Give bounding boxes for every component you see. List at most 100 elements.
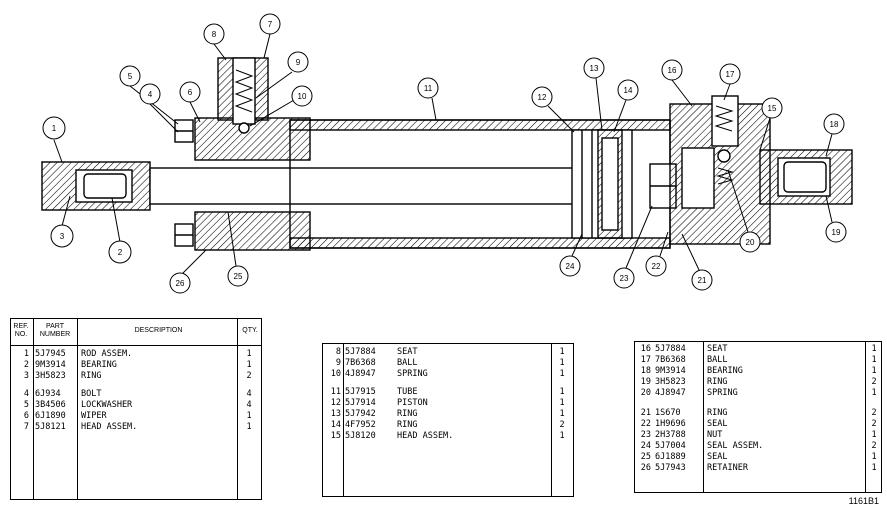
description-cell: NUT — [707, 430, 723, 440]
svg-text:11: 11 — [424, 84, 433, 93]
svg-text:20: 20 — [746, 238, 755, 247]
part-number-cell: 7B6368 — [345, 358, 376, 368]
description-cell: SEAL — [707, 452, 728, 462]
svg-text:7: 7 — [268, 20, 273, 29]
qty-cell: 1 — [871, 452, 877, 462]
ref-cell: 14 — [330, 420, 341, 430]
description-cell: BALL — [707, 355, 728, 365]
callout-26: 26 — [169, 249, 207, 294]
qty-cell: 1 — [559, 358, 565, 368]
qty-cell: 1 — [559, 347, 565, 357]
qty-cell: 1 — [246, 349, 252, 359]
qty-cell: 1 — [871, 355, 877, 365]
part-number-cell: 1H9696 — [655, 419, 686, 429]
qty-cell: 1 — [559, 398, 565, 408]
svg-text:23: 23 — [620, 274, 629, 283]
cylinder-cross-section-diagram: 1 3 2 5 4 6 8 7 9 10 11 12 13 14 16 17 1… — [41, 13, 853, 294]
part-number-cell: 5J7942 — [345, 409, 376, 419]
qty-cell: 2 — [871, 419, 877, 429]
description-cell: RETAINER — [707, 463, 748, 473]
ref-cell: 25 — [640, 452, 651, 462]
ref-cell: 18 — [640, 366, 651, 376]
qty-cell: 1 — [559, 409, 565, 419]
ref-cell: 22 — [640, 419, 651, 429]
description-cell: HEAD ASSEM. — [81, 422, 138, 432]
callout-7: 7 — [259, 13, 281, 59]
description-cell: LOCKWASHER — [81, 400, 133, 410]
callout-1: 1 — [42, 116, 66, 163]
callout-8-top: 8 — [203, 23, 227, 61]
qty-cell: 1 — [246, 411, 252, 421]
part-number-cell: 3H5823 — [655, 377, 686, 387]
callout-22: 22 — [645, 231, 669, 277]
description-cell: SEAL — [707, 419, 728, 429]
description-cell: SEAT — [397, 347, 418, 357]
description-cell: PISTON — [397, 398, 428, 408]
callout-18: 18 — [823, 113, 845, 157]
description-cell: BEARING — [81, 360, 117, 370]
ref-cell: 12 — [330, 398, 341, 408]
svg-text:10: 10 — [298, 92, 307, 101]
description-cell: SEAL ASSEM. — [707, 441, 764, 451]
qty-cell: 4 — [246, 389, 252, 399]
qty-cell: 1 — [559, 387, 565, 397]
callout-13: 13 — [583, 57, 605, 131]
description-cell: RING — [81, 371, 102, 381]
callout-25: 25 — [227, 211, 249, 287]
svg-text:14: 14 — [624, 86, 633, 95]
ref-cell: 15 — [330, 431, 341, 441]
svg-text:26: 26 — [176, 279, 185, 288]
part-number-cell: 5J7915 — [345, 387, 376, 397]
callout-16: 16 — [661, 59, 693, 107]
part-number-cell: 4J8947 — [345, 369, 376, 379]
ref-cell: 3 — [23, 371, 29, 381]
svg-text:22: 22 — [652, 262, 661, 271]
callout-4: 4 — [139, 83, 179, 133]
callout-6: 6 — [179, 81, 201, 123]
ref-cell: 1 — [23, 349, 29, 359]
svg-text:18: 18 — [830, 120, 839, 129]
callout-14: 14 — [613, 79, 639, 133]
part-number-cell: 5J7004 — [655, 441, 686, 451]
svg-text:2: 2 — [118, 248, 123, 257]
svg-text:3: 3 — [60, 232, 65, 241]
table-row: 22 1H9696 SEAL 2 — [635, 419, 881, 430]
qty-cell: 1 — [559, 369, 565, 379]
svg-text:19: 19 — [832, 228, 841, 237]
ref-cell: 7 — [23, 422, 29, 432]
part-number-cell: 5J8121 — [35, 422, 66, 432]
callout-9: 9 — [255, 51, 309, 99]
header-description: DESCRIPTION — [134, 327, 183, 334]
part-number-cell: 5J7884 — [655, 344, 686, 354]
callout-5: 5 — [119, 65, 179, 125]
qty-cell: 1 — [871, 463, 877, 473]
callout-2: 2 — [108, 197, 132, 264]
description-cell: ROD ASSEM. — [81, 349, 133, 359]
svg-text:8: 8 — [212, 30, 217, 39]
description-cell: TUBE — [397, 387, 418, 397]
description-cell: BOLT — [81, 389, 102, 399]
description-cell: HEAD ASSEM. — [397, 431, 454, 441]
callout-23: 23 — [613, 205, 653, 289]
ref-cell: 4 — [23, 389, 29, 399]
svg-text:13: 13 — [590, 64, 599, 73]
svg-text:25: 25 — [234, 272, 243, 281]
header-qty: QTY. — [242, 327, 258, 334]
ref-cell: 16 — [640, 344, 651, 354]
svg-text:17: 17 — [726, 70, 735, 79]
